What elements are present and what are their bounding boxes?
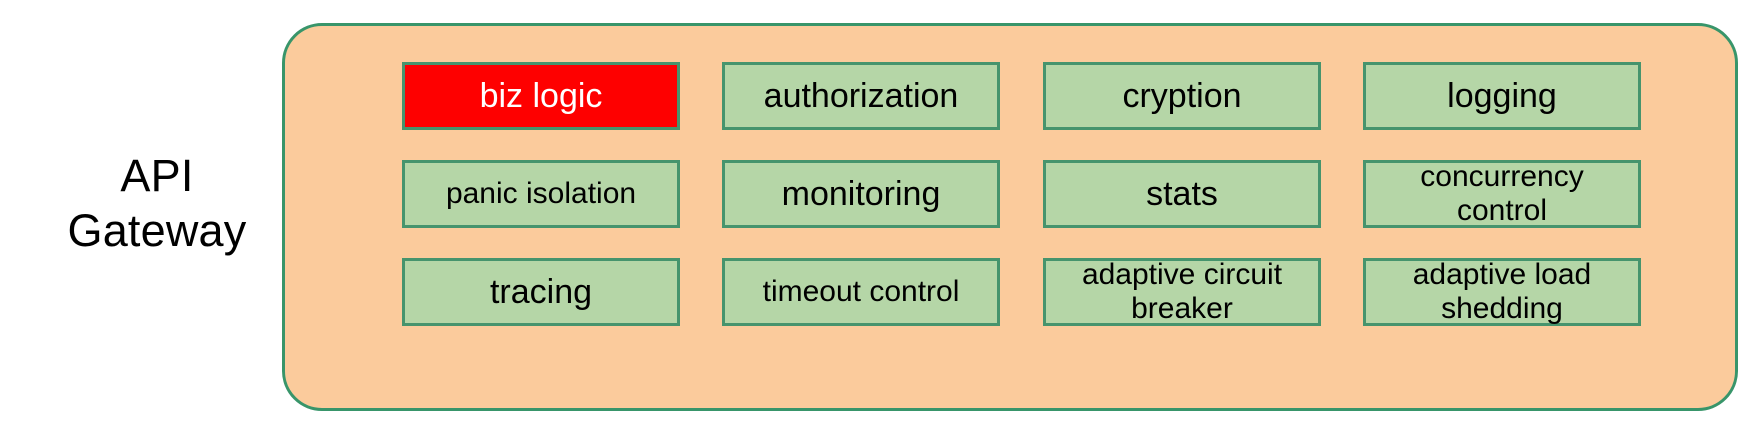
cell-label: tracing bbox=[489, 273, 593, 311]
cell-label: adaptive circuit breaker bbox=[1081, 258, 1283, 325]
cell-label: concurrency control bbox=[1420, 160, 1584, 227]
cell-cryption[interactable]: cryption bbox=[1043, 62, 1321, 130]
cell-label: biz logic bbox=[479, 77, 603, 115]
cell-tracing[interactable]: tracing bbox=[402, 258, 680, 326]
cell-label: cryption bbox=[1122, 77, 1242, 115]
cell-adaptive-circuit-breaker[interactable]: adaptive circuit breaker bbox=[1043, 258, 1321, 326]
cell-label: monitoring bbox=[781, 175, 941, 213]
cell-timeout-control[interactable]: timeout control bbox=[722, 258, 1000, 326]
cell-adaptive-load-shedding[interactable]: adaptive load shedding bbox=[1363, 258, 1641, 326]
cell-biz-logic[interactable]: biz logic bbox=[402, 62, 680, 130]
cell-stats[interactable]: stats bbox=[1043, 160, 1321, 228]
cell-label: adaptive load shedding bbox=[1412, 258, 1592, 325]
cell-label: timeout control bbox=[762, 275, 960, 308]
cell-label: stats bbox=[1146, 175, 1218, 213]
cell-label: authorization bbox=[763, 77, 959, 115]
cell-authorization[interactable]: authorization bbox=[722, 62, 1000, 130]
cell-concurrency-control[interactable]: concurrency control bbox=[1363, 160, 1641, 228]
cell-monitoring[interactable]: monitoring bbox=[722, 160, 1000, 228]
cell-label: logging bbox=[1447, 77, 1557, 115]
cell-panic-isolation[interactable]: panic isolation bbox=[402, 160, 680, 228]
api-gateway-label: API Gateway bbox=[67, 150, 247, 256]
cell-label: panic isolation bbox=[445, 177, 637, 210]
cell-logging[interactable]: logging bbox=[1363, 62, 1641, 130]
